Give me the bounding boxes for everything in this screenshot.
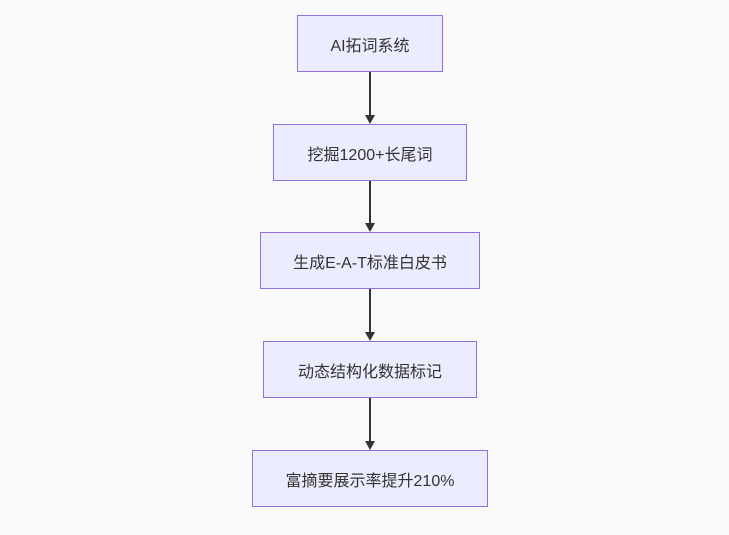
edge-line <box>369 72 371 116</box>
flow-node-structured-data-markup: 动态结构化数据标记 <box>263 341 477 398</box>
flow-edge-2 <box>363 181 377 232</box>
flow-node-rich-snippet-result: 富摘要展示率提升210% <box>252 450 488 507</box>
flow-node-label: 生成E-A-T标准白皮书 <box>293 254 447 272</box>
flow-node-label: 富摘要展示率提升210% <box>285 472 455 490</box>
flow-node-label: AI拓词系统 <box>330 37 410 55</box>
flow-edge-3 <box>363 289 377 341</box>
edge-line <box>369 181 371 224</box>
edge-line <box>369 289 371 333</box>
arrowhead-down-icon <box>365 441 375 450</box>
flow-node-eat-whitepaper: 生成E-A-T标准白皮书 <box>260 232 480 289</box>
flow-node-label: 动态结构化数据标记 <box>297 363 442 381</box>
flow-node-longtail-mining: 挖掘1200+长尾词 <box>273 124 467 181</box>
flow-edge-1 <box>363 72 377 124</box>
edge-line <box>369 398 371 442</box>
arrowhead-down-icon <box>365 223 375 232</box>
arrowhead-down-icon <box>365 332 375 341</box>
flow-node-ai-keyword-system: AI拓词系统 <box>297 15 443 72</box>
flow-edge-4 <box>363 398 377 450</box>
arrowhead-down-icon <box>365 115 375 124</box>
flow-node-label: 挖掘1200+长尾词 <box>307 146 433 164</box>
